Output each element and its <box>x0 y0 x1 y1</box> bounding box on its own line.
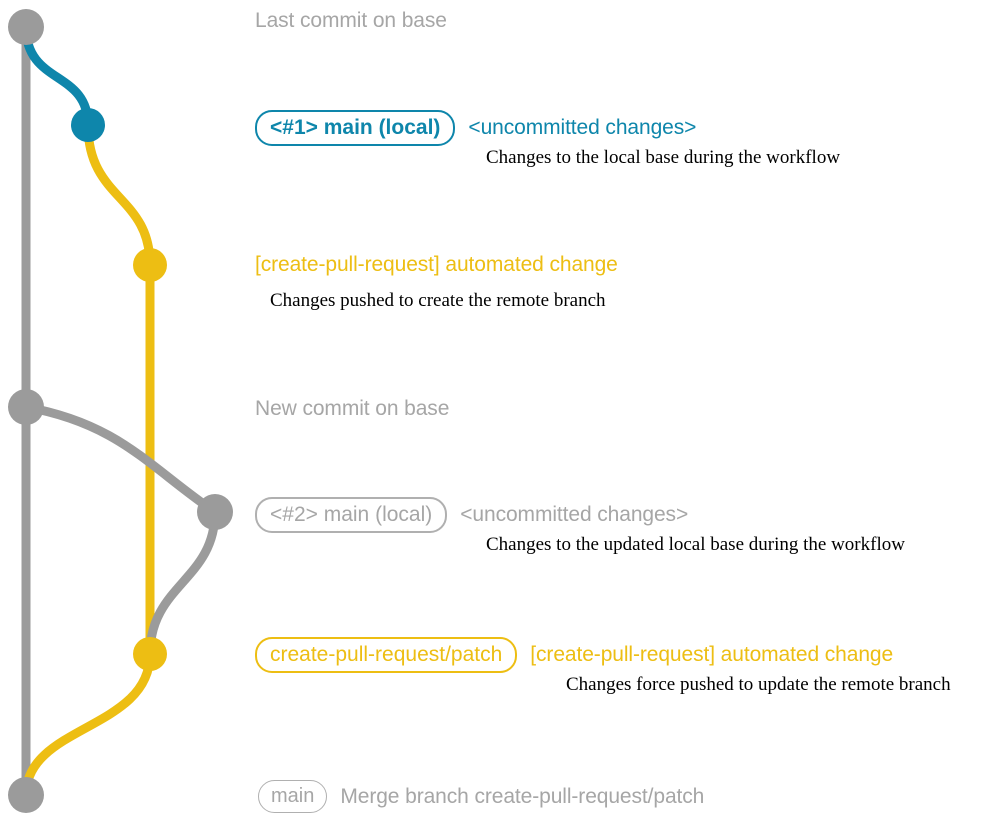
commit-node-local-commit-1[interactable] <box>71 108 105 142</box>
row-local-change-2: <#2> main (local) <uncommitted changes> <box>255 497 688 533</box>
ref-chip-main-local-1[interactable]: <#1> main (local) <box>255 110 456 146</box>
headline-uncommitted-changes-1: <uncommitted changes> <box>468 116 697 139</box>
headline-automated-change-2: [create-pull-request] automated change <box>530 643 894 666</box>
commit-node-base-commit-top[interactable] <box>8 9 44 45</box>
headline-uncommitted-changes-2: <uncommitted changes> <box>460 503 689 526</box>
row-last-commit-on-base: Last commit on base <box>255 9 447 33</box>
headline-merge-commit: Merge branch create-pull-request/patch <box>340 784 705 808</box>
edge-patch-2-to-merge <box>21 649 155 800</box>
headline-automated-change-1: [create-pull-request] automated change <box>255 253 618 276</box>
row-automated-change-2: create-pull-request/patch [create-pull-r… <box>255 637 893 673</box>
commit-node-base-commit-new[interactable] <box>8 389 44 425</box>
commit-node-local-commit-2[interactable] <box>197 494 233 530</box>
description-automated-change-1: Changes pushed to create the remote bran… <box>270 290 606 311</box>
row-new-commit-on-base: New commit on base <box>255 397 449 421</box>
row-local-change-1: <#1> main (local) <uncommitted changes> <box>255 110 696 146</box>
commit-node-merge-commit-node[interactable] <box>8 777 44 813</box>
description-local-change-1: Changes to the local base during the wor… <box>486 147 841 168</box>
row-merge-commit: main Merge branch create-pull-request/pa… <box>258 780 704 813</box>
commit-nodes <box>8 9 233 813</box>
headline-last-commit-on-base: Last commit on base <box>255 9 447 32</box>
edge-local-1-to-patch-1 <box>83 120 155 270</box>
commit-node-patch-commit-1[interactable] <box>133 248 167 282</box>
commit-node-patch-commit-2[interactable] <box>133 637 167 671</box>
headline-new-commit-on-base: New commit on base <box>255 397 450 420</box>
ref-chip-main[interactable]: main <box>258 780 328 813</box>
ref-chip-create-pull-request-patch[interactable]: create-pull-request/patch <box>255 637 518 673</box>
description-automated-change-2: Changes force pushed to update the remot… <box>566 674 951 695</box>
description-local-change-2: Changes to the updated local base during… <box>486 534 905 555</box>
edge-local-2-to-patch-2 <box>145 507 220 659</box>
row-automated-change-1: [create-pull-request] automated change <box>255 253 618 277</box>
commit-edges <box>21 22 220 800</box>
edge-base-new-to-local-2 <box>21 402 220 517</box>
ref-chip-main-local-2[interactable]: <#2> main (local) <box>255 497 448 533</box>
